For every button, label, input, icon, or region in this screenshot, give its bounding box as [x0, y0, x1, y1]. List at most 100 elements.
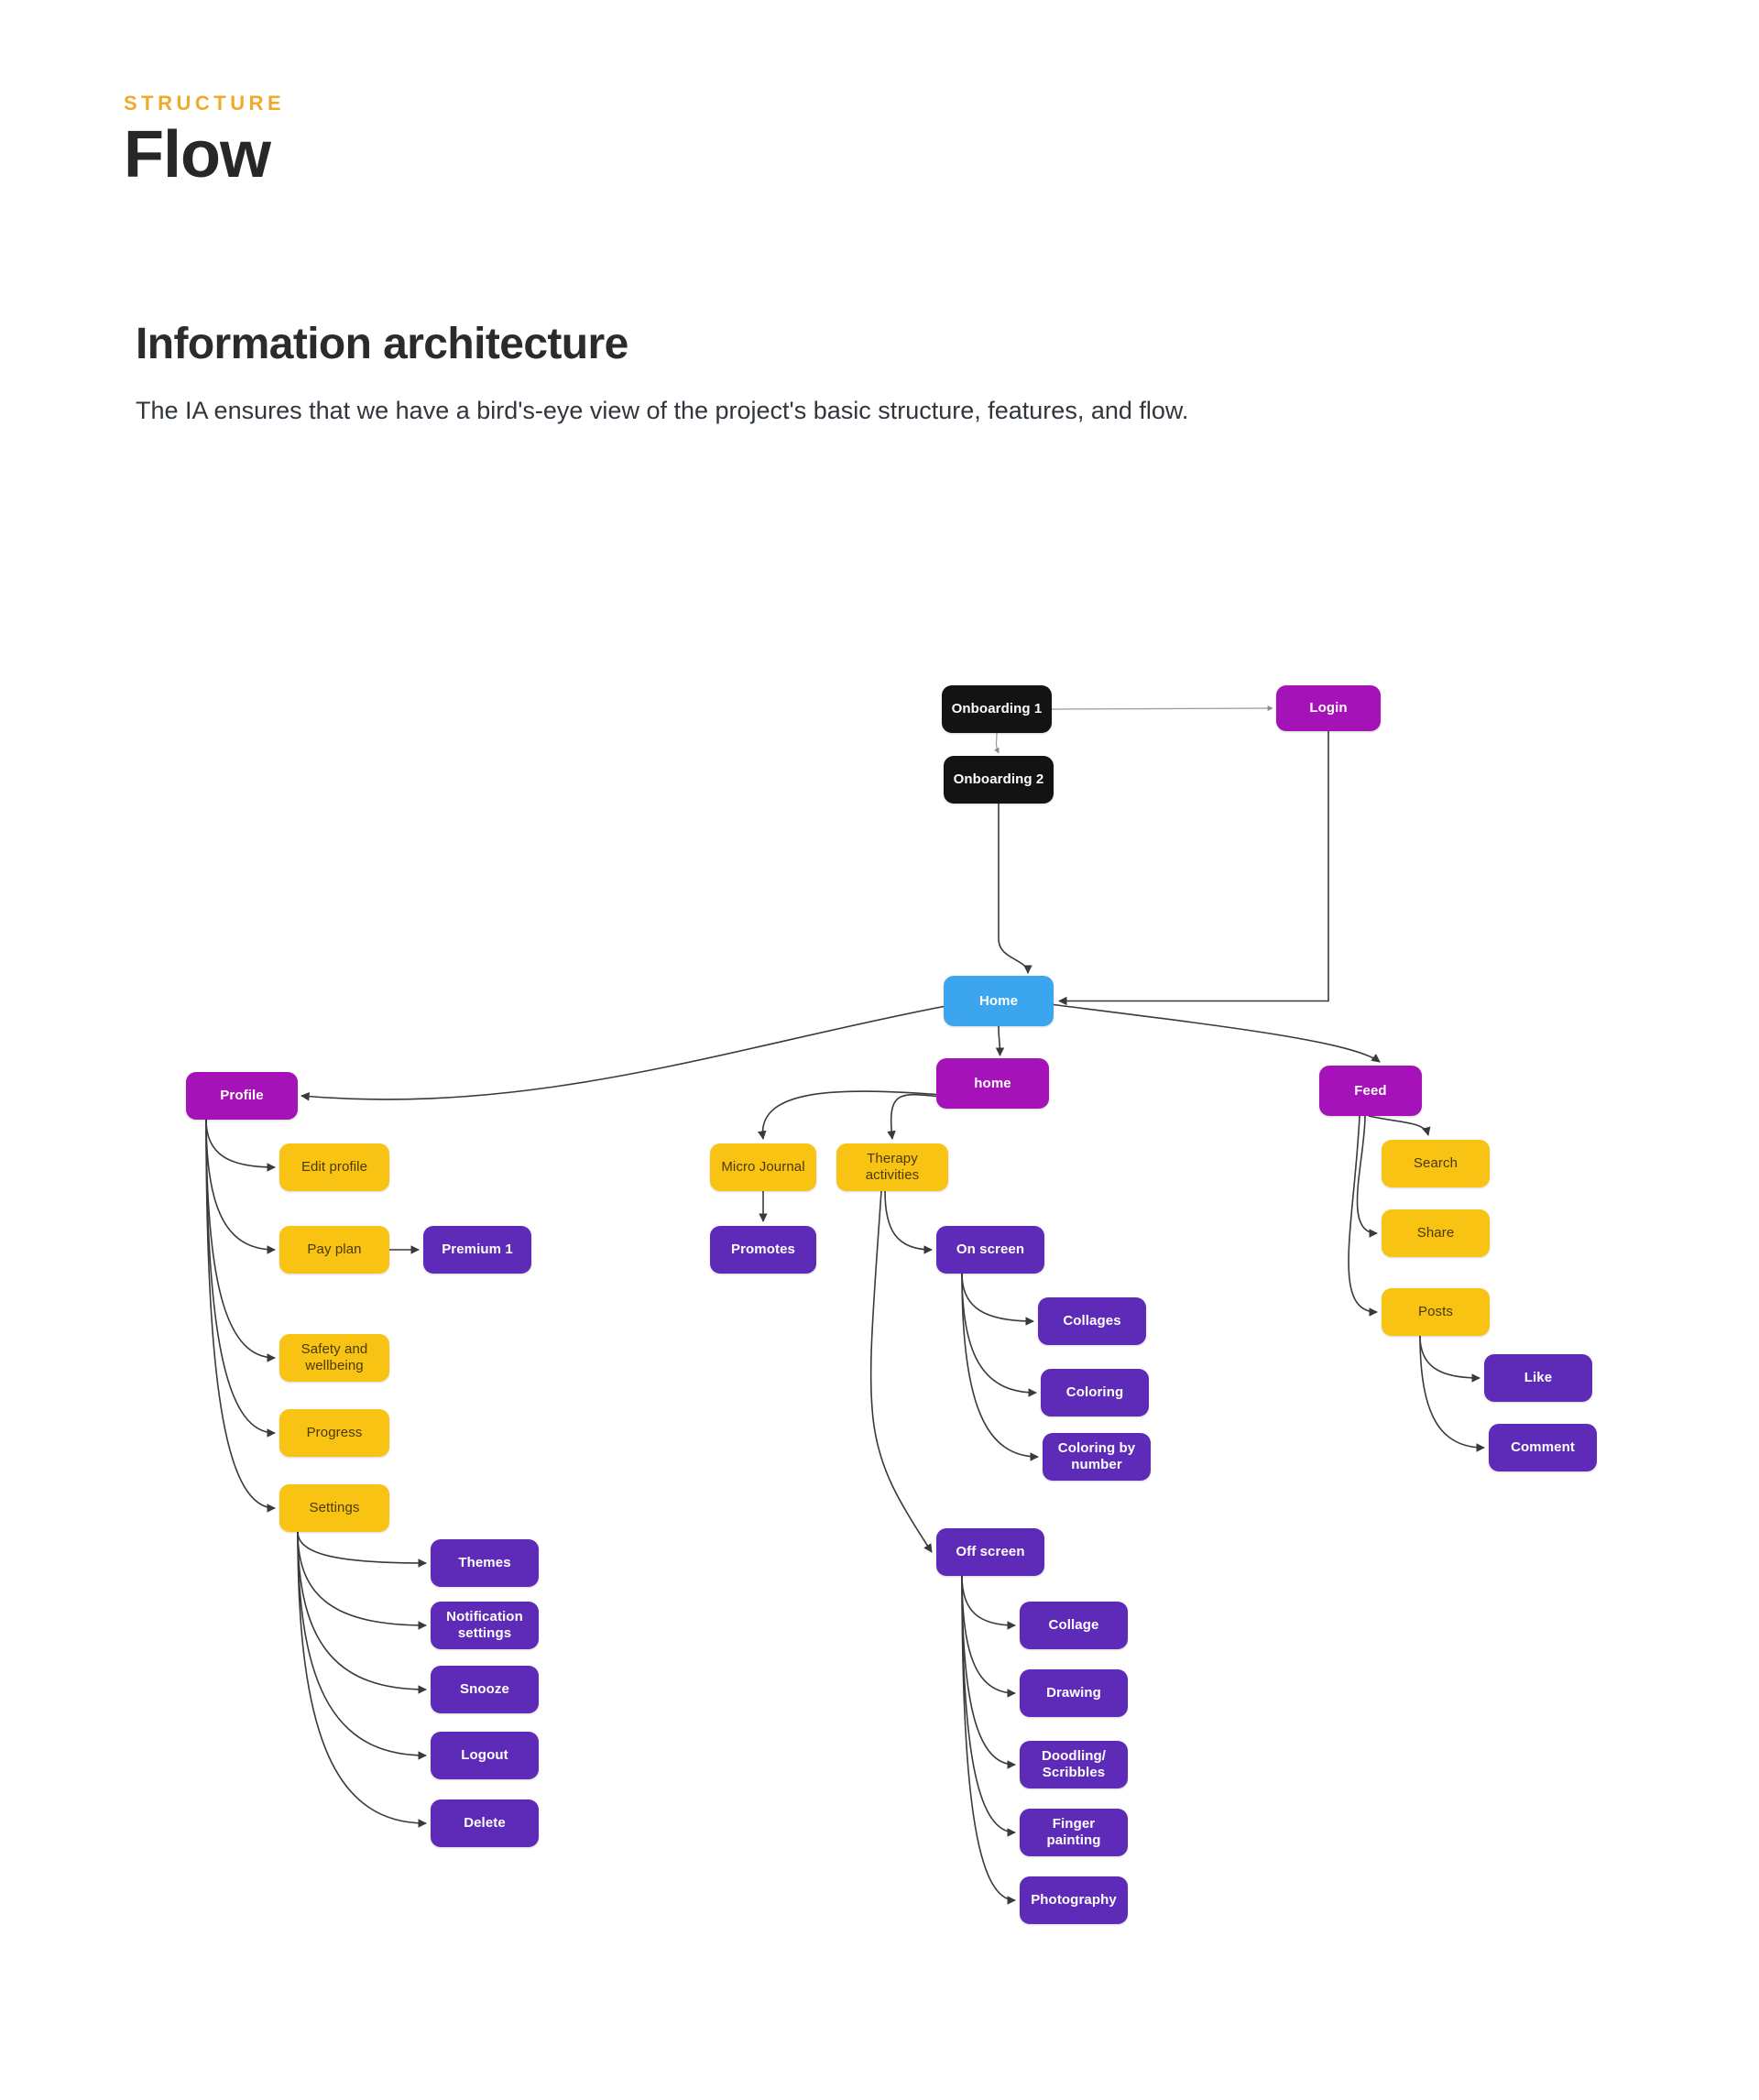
node-label: Share — [1416, 1225, 1455, 1241]
node-edit-profile[interactable]: Edit profile — [279, 1143, 389, 1191]
node-promotes[interactable]: Promotes — [710, 1226, 816, 1274]
edge — [961, 1273, 1034, 1326]
edge — [994, 732, 1000, 754]
node-label: Pay plan — [307, 1241, 362, 1258]
node-posts[interactable]: Posts — [1382, 1288, 1490, 1336]
node-label: Coloring by number — [1057, 1440, 1136, 1472]
edge — [205, 1119, 276, 1362]
section-title: Information architecture — [136, 320, 628, 368]
node-snooze[interactable]: Snooze — [431, 1666, 539, 1713]
node-on-screen[interactable]: On screen — [936, 1226, 1044, 1274]
section-intro: Information architecture The IA ensures … — [136, 319, 1565, 429]
node-finger-paint[interactable]: Finger painting — [1020, 1809, 1128, 1856]
node-like[interactable]: Like — [1484, 1354, 1592, 1402]
node-label: Onboarding 2 — [953, 771, 1044, 788]
eyebrow-label: STRUCTURE — [124, 92, 286, 115]
node-logout[interactable]: Logout — [431, 1732, 539, 1779]
node-drawing[interactable]: Drawing — [1020, 1669, 1128, 1717]
node-label: Settings — [309, 1500, 360, 1516]
edge — [1419, 1335, 1480, 1383]
node-label: Logout — [461, 1747, 508, 1764]
node-settings[interactable]: Settings — [279, 1484, 389, 1532]
node-label: Search — [1413, 1155, 1459, 1172]
node-label: Therapy activities — [865, 1151, 920, 1183]
node-themes[interactable]: Themes — [431, 1539, 539, 1587]
node-photography[interactable]: Photography — [1020, 1876, 1128, 1924]
node-label: Photography — [1031, 1892, 1117, 1909]
edge — [297, 1531, 427, 1760]
edge — [1356, 1115, 1378, 1238]
page-title: Flow — [124, 118, 271, 191]
node-onboarding2[interactable]: Onboarding 2 — [944, 756, 1054, 804]
node-home-tab[interactable]: home — [936, 1058, 1049, 1109]
edge — [998, 804, 1032, 974]
node-premium1[interactable]: Premium 1 — [423, 1226, 531, 1274]
node-label: Drawing — [1046, 1685, 1101, 1701]
node-therapy[interactable]: Therapy activities — [836, 1143, 948, 1191]
node-progress[interactable]: Progress — [279, 1409, 389, 1457]
node-pay-plan[interactable]: Pay plan — [279, 1226, 389, 1274]
edge — [758, 1090, 937, 1140]
node-label: Finger painting — [1046, 1816, 1101, 1848]
edge — [961, 1273, 1037, 1397]
edge — [961, 1575, 1016, 1698]
page-header: STRUCTURE Flow — [124, 92, 1590, 191]
node-label: Feed — [1354, 1082, 1387, 1099]
edge — [1053, 1003, 1381, 1063]
edge — [869, 1190, 933, 1553]
node-delete[interactable]: Delete — [431, 1799, 539, 1847]
edge — [205, 1119, 276, 1172]
edge — [887, 1093, 937, 1140]
node-home-screen[interactable]: Home — [944, 976, 1054, 1026]
edge — [1419, 1335, 1485, 1452]
node-collages[interactable]: Collages — [1038, 1297, 1146, 1345]
node-doodling[interactable]: Doodling/ Scribbles — [1020, 1741, 1128, 1788]
node-login[interactable]: Login — [1276, 685, 1381, 731]
node-label: Login — [1309, 700, 1348, 716]
node-profile[interactable]: Profile — [186, 1072, 298, 1120]
node-label: On screen — [956, 1241, 1025, 1258]
edge — [205, 1119, 276, 1438]
edge — [961, 1575, 1016, 1630]
edge — [297, 1531, 427, 1694]
node-label: Comment — [1511, 1439, 1575, 1456]
section-description: The IA ensures that we have a bird's-eye… — [136, 397, 1189, 424]
edge — [300, 1005, 945, 1101]
edge — [1368, 1115, 1431, 1136]
edge — [1348, 1115, 1378, 1317]
node-label: Premium 1 — [442, 1241, 513, 1258]
node-micro-journal[interactable]: Micro Journal — [710, 1143, 816, 1191]
node-coloring-num[interactable]: Coloring by number — [1043, 1433, 1151, 1481]
edge — [1051, 705, 1273, 712]
node-search[interactable]: Search — [1382, 1140, 1490, 1187]
edge — [1058, 731, 1329, 1006]
edge — [205, 1119, 276, 1513]
node-label: Like — [1524, 1370, 1553, 1386]
node-label: Progress — [306, 1425, 363, 1441]
node-collage[interactable]: Collage — [1020, 1602, 1128, 1649]
node-label: Micro Journal — [721, 1159, 805, 1176]
node-feed[interactable]: Feed — [1319, 1066, 1422, 1116]
node-off-screen[interactable]: Off screen — [936, 1528, 1044, 1576]
edge — [205, 1119, 276, 1254]
node-label: Collage — [1048, 1617, 1099, 1634]
node-label: Snooze — [460, 1681, 509, 1698]
node-coloring[interactable]: Coloring — [1041, 1369, 1149, 1416]
edge — [961, 1273, 1039, 1461]
edge — [995, 1025, 1005, 1056]
node-label: Delete — [464, 1815, 506, 1832]
node-label: Doodling/ Scribbles — [1041, 1748, 1107, 1780]
node-label: Themes — [458, 1555, 511, 1571]
node-share[interactable]: Share — [1382, 1209, 1490, 1257]
node-label: home — [974, 1075, 1011, 1091]
node-label: Notification settings — [446, 1609, 523, 1641]
node-label: Collages — [1063, 1313, 1121, 1329]
node-notif-settings[interactable]: Notification settings — [431, 1602, 539, 1649]
node-onboarding1[interactable]: Onboarding 1 — [942, 685, 1052, 733]
node-label: Safety and wellbeing — [300, 1341, 368, 1373]
node-safety[interactable]: Safety and wellbeing — [279, 1334, 389, 1382]
node-comment[interactable]: Comment — [1489, 1424, 1597, 1471]
node-label: Off screen — [956, 1544, 1025, 1560]
